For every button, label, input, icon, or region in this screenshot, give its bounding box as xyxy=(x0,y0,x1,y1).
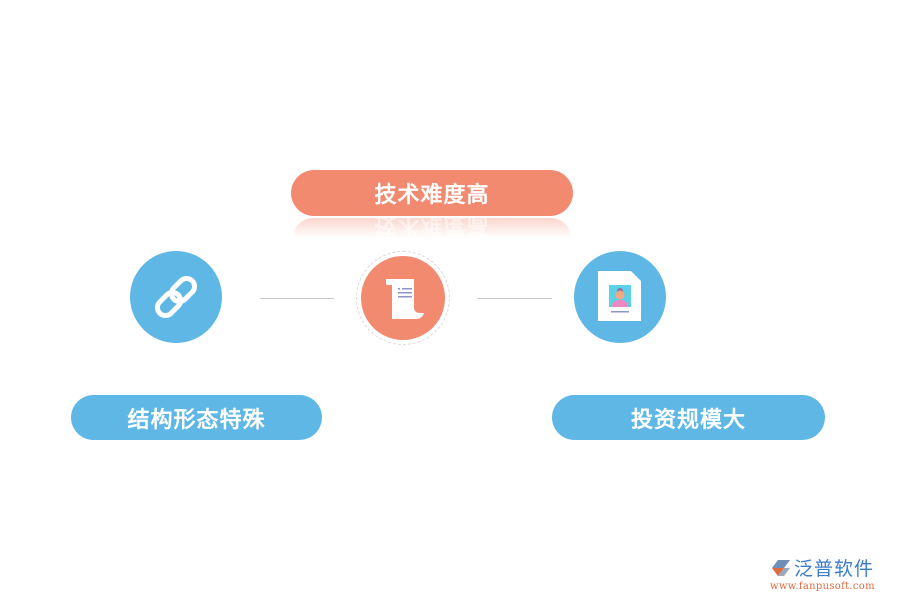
top-label-reflection: 技术难度高 xyxy=(293,218,571,238)
brand-logo: 泛普软件 www.fanpusoft.com xyxy=(770,554,895,594)
logo-name: 泛普软件 xyxy=(794,558,875,580)
top-label-pill: 技术难度高 xyxy=(291,170,573,216)
right-label-text: 投资规模大 xyxy=(630,407,746,433)
chain-link-icon xyxy=(154,275,198,319)
scroll-document-icon xyxy=(386,279,424,319)
middle-circle-dashed-ring xyxy=(356,251,450,345)
right-circle xyxy=(574,251,666,343)
left-connector-line xyxy=(260,298,334,299)
logo-url: www.fanpusoft.com xyxy=(770,581,875,592)
top-label-text: 技术难度高 xyxy=(374,183,490,208)
left-label-text: 结构形态特殊 xyxy=(127,407,266,433)
resume-profile-icon xyxy=(598,271,641,321)
left-label-pill: 结构形态特殊 xyxy=(71,395,322,440)
right-label-pill: 投资规模大 xyxy=(552,395,825,440)
right-connector-line xyxy=(478,298,552,299)
middle-circle xyxy=(361,256,445,340)
fanpu-logo-icon xyxy=(772,559,790,576)
left-circle xyxy=(130,251,222,343)
